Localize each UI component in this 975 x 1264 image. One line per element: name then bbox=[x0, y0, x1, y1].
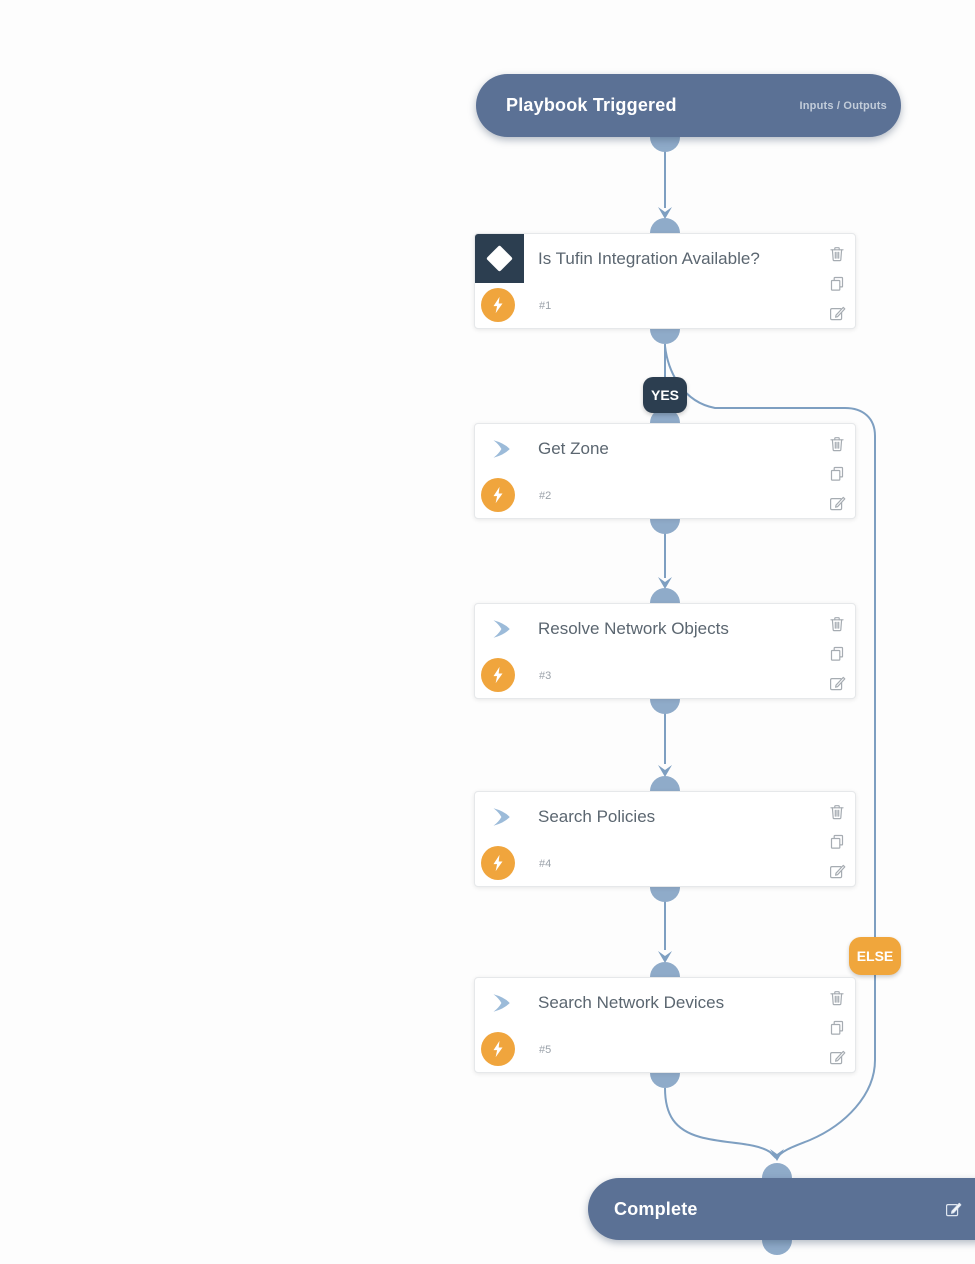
complete-node[interactable]: Complete bbox=[588, 1178, 975, 1240]
automation-task-icon bbox=[490, 619, 512, 639]
task-title: Resolve Network Objects bbox=[538, 619, 729, 638]
edit-task-icon[interactable] bbox=[828, 674, 846, 692]
automation-task-icon bbox=[490, 993, 512, 1013]
quick-action-icon[interactable] bbox=[481, 1032, 515, 1066]
connector-task5-to-complete bbox=[664, 1087, 777, 1159]
task-card-4[interactable]: Search Policies #4 bbox=[474, 791, 856, 887]
task-title: Search Policies bbox=[538, 807, 656, 826]
task-title: Get Zone bbox=[538, 439, 609, 458]
automation-task-icon bbox=[490, 807, 512, 827]
copy-task-icon[interactable] bbox=[828, 1019, 846, 1037]
delete-task-icon[interactable] bbox=[828, 245, 846, 263]
end-node-title: Complete bbox=[614, 1198, 698, 1219]
task-number: #4 bbox=[539, 858, 552, 870]
yes-branch-badge: YES bbox=[643, 377, 687, 413]
task-title: Search Network Devices bbox=[538, 993, 725, 1012]
copy-task-icon[interactable] bbox=[828, 833, 846, 851]
task-card-3[interactable]: Resolve Network Objects #3 bbox=[474, 603, 856, 699]
task-card-1[interactable]: Is Tufin Integration Available? #1 bbox=[474, 233, 856, 329]
start-node-title: Playbook Triggered bbox=[506, 95, 677, 115]
connector-task1-else-branch bbox=[664, 345, 876, 1159]
edit-task-icon[interactable] bbox=[828, 494, 846, 512]
quick-action-icon[interactable] bbox=[481, 288, 515, 322]
task-card-2[interactable]: Get Zone #2 bbox=[474, 423, 856, 519]
quick-action-icon[interactable] bbox=[481, 478, 515, 512]
edit-task-icon[interactable] bbox=[828, 304, 846, 322]
else-branch-badge: ELSE bbox=[849, 937, 901, 975]
delete-task-icon[interactable] bbox=[828, 435, 846, 453]
delete-task-icon[interactable] bbox=[828, 803, 846, 821]
copy-task-icon[interactable] bbox=[828, 275, 846, 293]
quick-action-icon[interactable] bbox=[481, 658, 515, 692]
task-number: #5 bbox=[539, 1044, 552, 1056]
condition-icon bbox=[475, 234, 524, 283]
automation-task-icon bbox=[490, 439, 512, 459]
task-card-5[interactable]: Search Network Devices #5 bbox=[474, 977, 856, 1073]
quick-action-icon[interactable] bbox=[481, 846, 515, 880]
edit-task-icon[interactable] bbox=[944, 1200, 962, 1218]
inputs-outputs-link[interactable]: Inputs / Outputs bbox=[799, 99, 887, 112]
arrowheads bbox=[658, 207, 784, 1161]
copy-task-icon[interactable] bbox=[828, 465, 846, 483]
edit-task-icon[interactable] bbox=[828, 1048, 846, 1066]
task-number: #2 bbox=[539, 490, 552, 502]
copy-task-icon[interactable] bbox=[828, 645, 846, 663]
edit-task-icon[interactable] bbox=[828, 862, 846, 880]
playbook-triggered-node[interactable]: Playbook Triggered Inputs / Outputs bbox=[476, 74, 901, 137]
task-number: #3 bbox=[539, 670, 552, 682]
delete-task-icon[interactable] bbox=[828, 615, 846, 633]
task-title: Is Tufin Integration Available? bbox=[538, 249, 760, 268]
task-number: #1 bbox=[539, 300, 552, 312]
delete-task-icon[interactable] bbox=[828, 989, 846, 1007]
